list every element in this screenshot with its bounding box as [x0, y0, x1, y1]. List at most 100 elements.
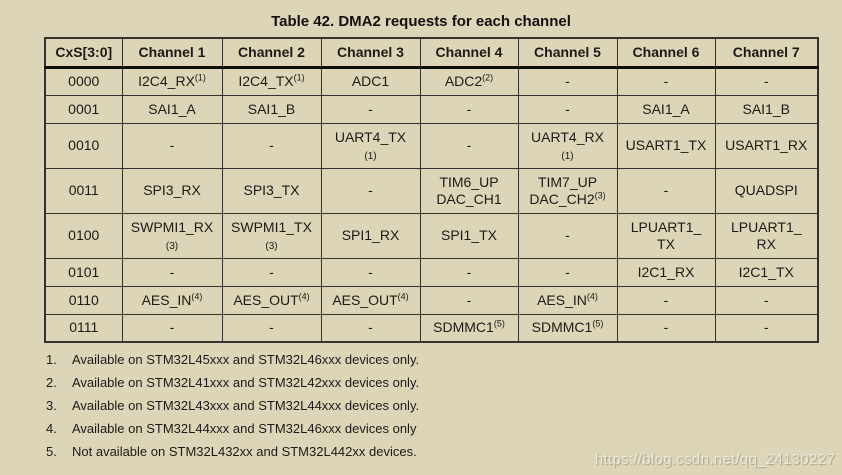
footnote-ref: (1) — [364, 150, 377, 162]
column-header-channel-4: Channel 4 — [419, 37, 519, 69]
footnote-text: Available on STM32L43xxx and STM32L44xxx… — [72, 398, 420, 413]
table-cell: LPUART1_TX — [616, 212, 716, 259]
table-cell: - — [121, 313, 223, 343]
footnote: 1. Available on STM32L45xxx and STM32L46… — [46, 352, 842, 367]
table-cell: SWPMI1_RX(3) — [121, 212, 223, 259]
dma2-requests-table: CxS[3:0] Channel 1 Channel 2 Channel 3 C… — [44, 37, 819, 343]
row-code: 0101 — [44, 257, 123, 287]
row-code: 0000 — [44, 66, 123, 96]
table-cell: - — [320, 313, 421, 343]
table-cell: SDMMC1(5) — [419, 313, 519, 343]
column-header-cxs: CxS[3:0] — [44, 37, 123, 69]
table-cell: - — [714, 313, 819, 343]
footnote-ref: (3) — [265, 240, 278, 252]
footnote-number: 5. — [46, 444, 57, 459]
footnote: 2. Available on STM32L41xxx and STM32L42… — [46, 375, 842, 390]
table-cell: SPI1_TX — [419, 212, 519, 259]
table-cell: QUADSPI — [714, 167, 819, 214]
footnote-ref: (3) — [165, 240, 179, 252]
table-cell: USART1_RX — [714, 122, 819, 169]
table-cell: - — [419, 122, 519, 169]
table-cell: SPI3_TX — [221, 167, 322, 214]
footnote-text: Not available on STM32L432xx and STM32L4… — [72, 444, 417, 459]
table-cell: USART1_TX — [616, 122, 716, 169]
table-cell: - — [320, 257, 421, 287]
table-cell: - — [419, 285, 519, 315]
table-cell: ADC1 — [320, 66, 421, 96]
table-cell: SDMMC1(5) — [517, 313, 618, 343]
table-cell: SAI1_A — [616, 94, 716, 124]
footnote-ref: (5) — [493, 318, 505, 329]
footnote-text: Available on STM32L41xxx and STM32L42xxx… — [72, 375, 420, 390]
table-cell: - — [419, 94, 519, 124]
column-header-channel-5: Channel 5 — [517, 37, 618, 69]
table-cell: LPUART1_RX — [714, 212, 819, 259]
table-cell: ADC2(2) — [419, 66, 519, 96]
footnote-number: 2. — [46, 375, 57, 390]
footnote-ref: (4) — [586, 290, 598, 301]
table-cell: SPI1_RX — [320, 212, 421, 259]
row-code: 0111 — [44, 313, 123, 343]
table-cell: - — [616, 285, 716, 315]
footnote-text: Available on STM32L45xxx and STM32L46xxx… — [72, 352, 420, 367]
csdn-watermark: https://blog.csdn.net/qq_24130227 — [594, 451, 835, 468]
footnote-text: Available on STM32L44xxx and STM32L46xxx… — [72, 421, 417, 436]
table-cell: - — [221, 257, 322, 287]
table-cell: UART4_TX(1) — [320, 122, 421, 169]
row-code: 0001 — [44, 94, 123, 124]
table-cell: AES_OUT(4) — [221, 285, 322, 315]
table-cell: SAI1_B — [714, 94, 819, 124]
footnote-number: 4. — [46, 421, 57, 436]
footnote: 3. Available on STM32L43xxx and STM32L44… — [46, 398, 842, 413]
table-cell: - — [121, 122, 223, 169]
column-header-channel-3: Channel 3 — [320, 37, 421, 69]
table-cell: - — [320, 94, 421, 124]
table-cell: AES_IN(4) — [121, 285, 223, 315]
table-cell: SAI1_A — [121, 94, 223, 124]
table-cell: - — [221, 313, 322, 343]
column-header-channel-2: Channel 2 — [221, 37, 322, 69]
table-cell: SAI1_B — [221, 94, 322, 124]
table-title: Table 42. DMA2 requests for each channel — [271, 13, 571, 30]
table-cell: - — [419, 257, 519, 287]
table-cell: - — [517, 66, 618, 96]
table-cell: - — [517, 94, 618, 124]
footnotes: 1. Available on STM32L45xxx and STM32L46… — [46, 352, 842, 459]
column-header-channel-6: Channel 6 — [616, 37, 716, 69]
table-cell: SPI3_RX — [121, 167, 223, 214]
column-header-channel-1: Channel 1 — [121, 37, 223, 69]
table-cell: - — [714, 66, 819, 96]
table-cell: - — [121, 257, 223, 287]
table-cell: I2C1_TX — [714, 257, 819, 287]
footnote: 4. Available on STM32L44xxx and STM32L46… — [46, 421, 842, 436]
footnote: 5. Not available on STM32L432xx and STM3… — [46, 444, 842, 459]
footnote-ref: (4) — [298, 290, 310, 301]
footnote-ref: (5) — [592, 318, 604, 329]
table-cell: - — [616, 66, 716, 96]
footnote-ref: (4) — [191, 290, 203, 301]
table-cell: - — [714, 285, 819, 315]
column-header-channel-7: Channel 7 — [714, 37, 819, 69]
table-cell: - — [517, 212, 618, 259]
table-cell: - — [517, 257, 618, 287]
footnote-ref: (2) — [482, 72, 494, 83]
table-cell: - — [616, 313, 716, 343]
footnote-ref: (1) — [561, 150, 574, 162]
footnote-number: 1. — [46, 352, 57, 367]
table-cell: - — [616, 167, 716, 214]
table-cell: AES_OUT(4) — [320, 285, 421, 315]
row-code: 0110 — [44, 285, 123, 315]
table-cell: I2C1_RX — [616, 257, 716, 287]
row-code: 0100 — [44, 212, 123, 259]
table-cell: SWPMI1_TX(3) — [221, 212, 322, 259]
table-cell: UART4_RX(1) — [517, 122, 618, 169]
